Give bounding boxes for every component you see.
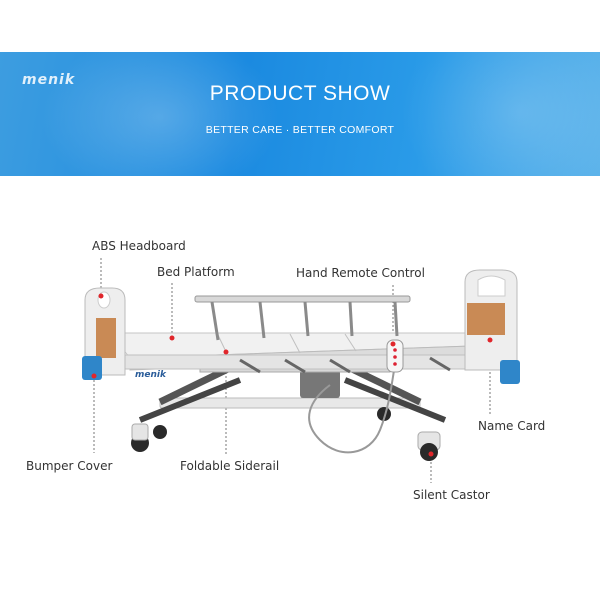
marker-dot <box>428 451 434 457</box>
abs-headboard <box>84 287 126 376</box>
foldable-siderail <box>194 295 411 341</box>
banner-highlight <box>40 52 280 176</box>
castor-wheel <box>420 443 438 461</box>
castor-wheel <box>153 425 167 439</box>
marker-dot <box>390 341 396 347</box>
banner-highlight <box>400 52 600 176</box>
hand-remote <box>386 339 404 373</box>
label-name-card: Name Card <box>478 419 546 433</box>
marker-dot <box>169 335 175 341</box>
bed-brand-logo: menik <box>135 370 167 380</box>
brand-logo: menik <box>22 72 76 88</box>
marker-dot <box>98 293 104 299</box>
hero-banner: menik PRODUCT SHOW BETTER CARE · BETTER … <box>0 52 600 176</box>
label-foldable-siderail: Foldable Siderail <box>180 459 280 473</box>
banner-title: PRODUCT SHOW <box>209 82 391 105</box>
wood-panel <box>96 318 116 358</box>
castor-wheel <box>377 407 391 421</box>
label-abs-headboard: ABS Headboard <box>92 239 186 253</box>
footboard <box>464 269 518 371</box>
motor-box <box>300 370 340 398</box>
marker-dot <box>91 373 97 379</box>
callout-markers <box>91 293 493 457</box>
marker-dot <box>487 337 493 343</box>
bed-platform <box>108 332 501 374</box>
marker-dot <box>223 349 229 355</box>
label-bumper-cover: Bumper Cover <box>26 459 113 473</box>
label-silent-castor: Silent Castor <box>413 488 490 502</box>
label-hand-remote-control: Hand Remote Control <box>296 266 425 280</box>
bumper-cover <box>82 356 102 380</box>
castor-wheels <box>131 407 441 461</box>
name-card <box>467 303 505 335</box>
banner-subtitle: BETTER CARE · BETTER COMFORT <box>205 124 395 136</box>
bumper-cover <box>500 360 520 384</box>
label-bed-platform: Bed Platform <box>157 265 235 279</box>
remote-cable <box>308 364 396 454</box>
